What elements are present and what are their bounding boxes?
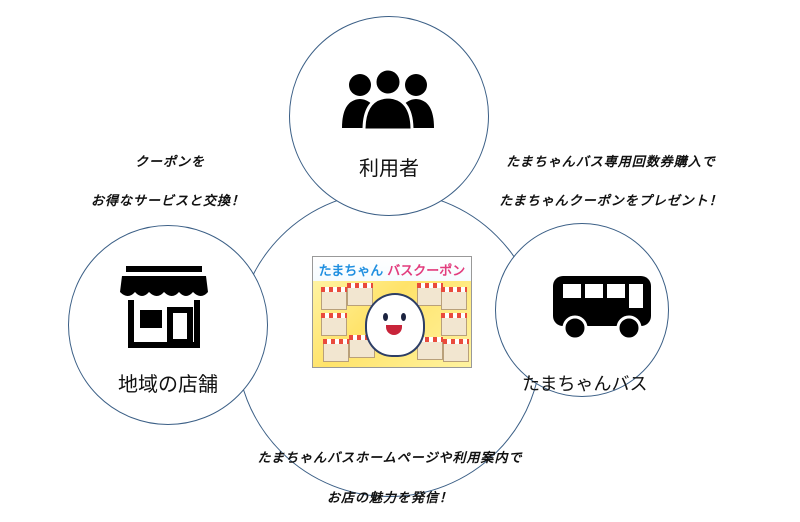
storefront-icon xyxy=(120,266,208,348)
coupon-title: たまちゃん バスクーポン xyxy=(313,257,471,281)
top-right-annotation-line2: たまちゃんクーポンをプレゼント！ xyxy=(499,194,723,209)
bus-icon xyxy=(553,276,651,340)
user-circle xyxy=(289,16,489,216)
shop-illustration xyxy=(441,287,467,310)
bus-label: たまちゃんバス xyxy=(522,374,648,395)
top-left-annotation-line2: お得なサービスと交換！ xyxy=(90,194,245,209)
people-icon xyxy=(342,68,434,130)
shops-label: 地域の店舗 xyxy=(118,372,218,396)
bottom-annotation-line1: たまちゃんバスホームページや利用案内で xyxy=(257,451,523,466)
shop-illustration xyxy=(443,339,469,362)
top-left-annotation-line1: クーポンを xyxy=(134,155,205,170)
shop-illustration xyxy=(321,313,347,336)
coupon-title-part1: たまちゃん xyxy=(318,263,384,279)
shop-illustration xyxy=(441,313,467,336)
top-right-annotation-line1: たまちゃんバス専用回数券購入で xyxy=(506,155,716,170)
coupon-title-part2: バスクーポン xyxy=(387,263,466,279)
user-label: 利用者 xyxy=(359,156,419,180)
bottom-annotation-line2: お店の魅力を発信！ xyxy=(326,491,453,506)
shop-illustration xyxy=(417,283,443,306)
shop-illustration xyxy=(347,283,373,306)
mascot-seal-icon xyxy=(365,293,425,357)
coupon-image: たまちゃん バスクーポン xyxy=(312,256,472,368)
shop-illustration xyxy=(323,339,349,362)
shop-illustration xyxy=(417,337,443,360)
shop-illustration xyxy=(321,287,347,310)
